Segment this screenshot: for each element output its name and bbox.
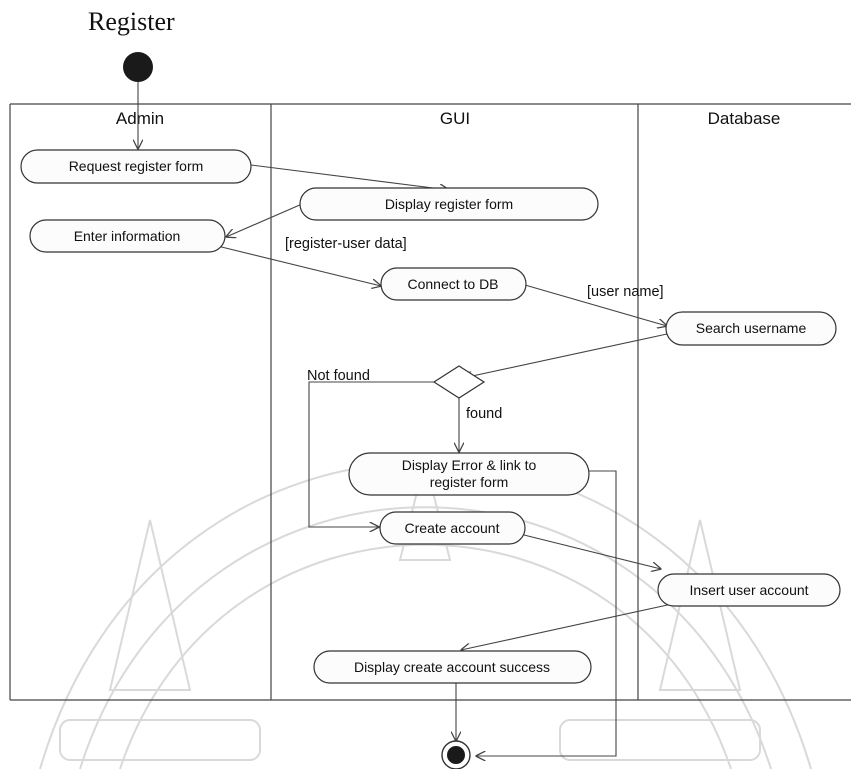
flow-edges bbox=[138, 82, 673, 756]
activity-label: Display create account success bbox=[354, 659, 550, 675]
activity-display-error: Display Error & link to register form bbox=[348, 452, 590, 496]
guard-register-user-data: [register-user data] bbox=[285, 236, 407, 252]
activity-display-create-success: Display create account success bbox=[313, 650, 592, 684]
activity-label: Request register form bbox=[69, 158, 204, 174]
activity-label: Insert user account bbox=[689, 582, 808, 598]
activity-insert-user-account: Insert user account bbox=[657, 573, 841, 607]
watermark-seal bbox=[39, 459, 812, 769]
activity-label: Connect to DB bbox=[407, 276, 498, 292]
final-node bbox=[441, 740, 471, 769]
lane-header-admin: Admin bbox=[116, 109, 164, 128]
swimlane-frame bbox=[9, 103, 851, 701]
decision-node bbox=[432, 365, 486, 399]
activity-enter-information: Enter information bbox=[29, 219, 226, 253]
activity-label: Display register form bbox=[385, 196, 513, 212]
guard-not-found: Not found bbox=[307, 368, 370, 384]
guard-found: found bbox=[466, 406, 502, 422]
initial-node bbox=[123, 52, 153, 82]
activity-connect-to-db: Connect to DB bbox=[380, 267, 527, 301]
activity-search-username: Search username bbox=[665, 311, 837, 346]
activity-label: Create account bbox=[405, 520, 500, 536]
lane-header-database: Database bbox=[708, 109, 781, 128]
activity-label-line2: register form bbox=[430, 474, 509, 490]
activity-label-line1: Display Error & link to bbox=[402, 457, 537, 473]
diagram-title: Register bbox=[88, 7, 175, 36]
guard-user-name: [user name] bbox=[587, 284, 664, 300]
activity-create-account: Create account bbox=[379, 511, 526, 545]
lane-header-gui: GUI bbox=[440, 109, 470, 128]
activity-display-register-form: Display register form bbox=[299, 187, 599, 221]
activity-label: Enter information bbox=[74, 228, 181, 244]
activity-label: Search username bbox=[696, 320, 807, 336]
activity-request-register-form: Request register form bbox=[20, 149, 252, 184]
